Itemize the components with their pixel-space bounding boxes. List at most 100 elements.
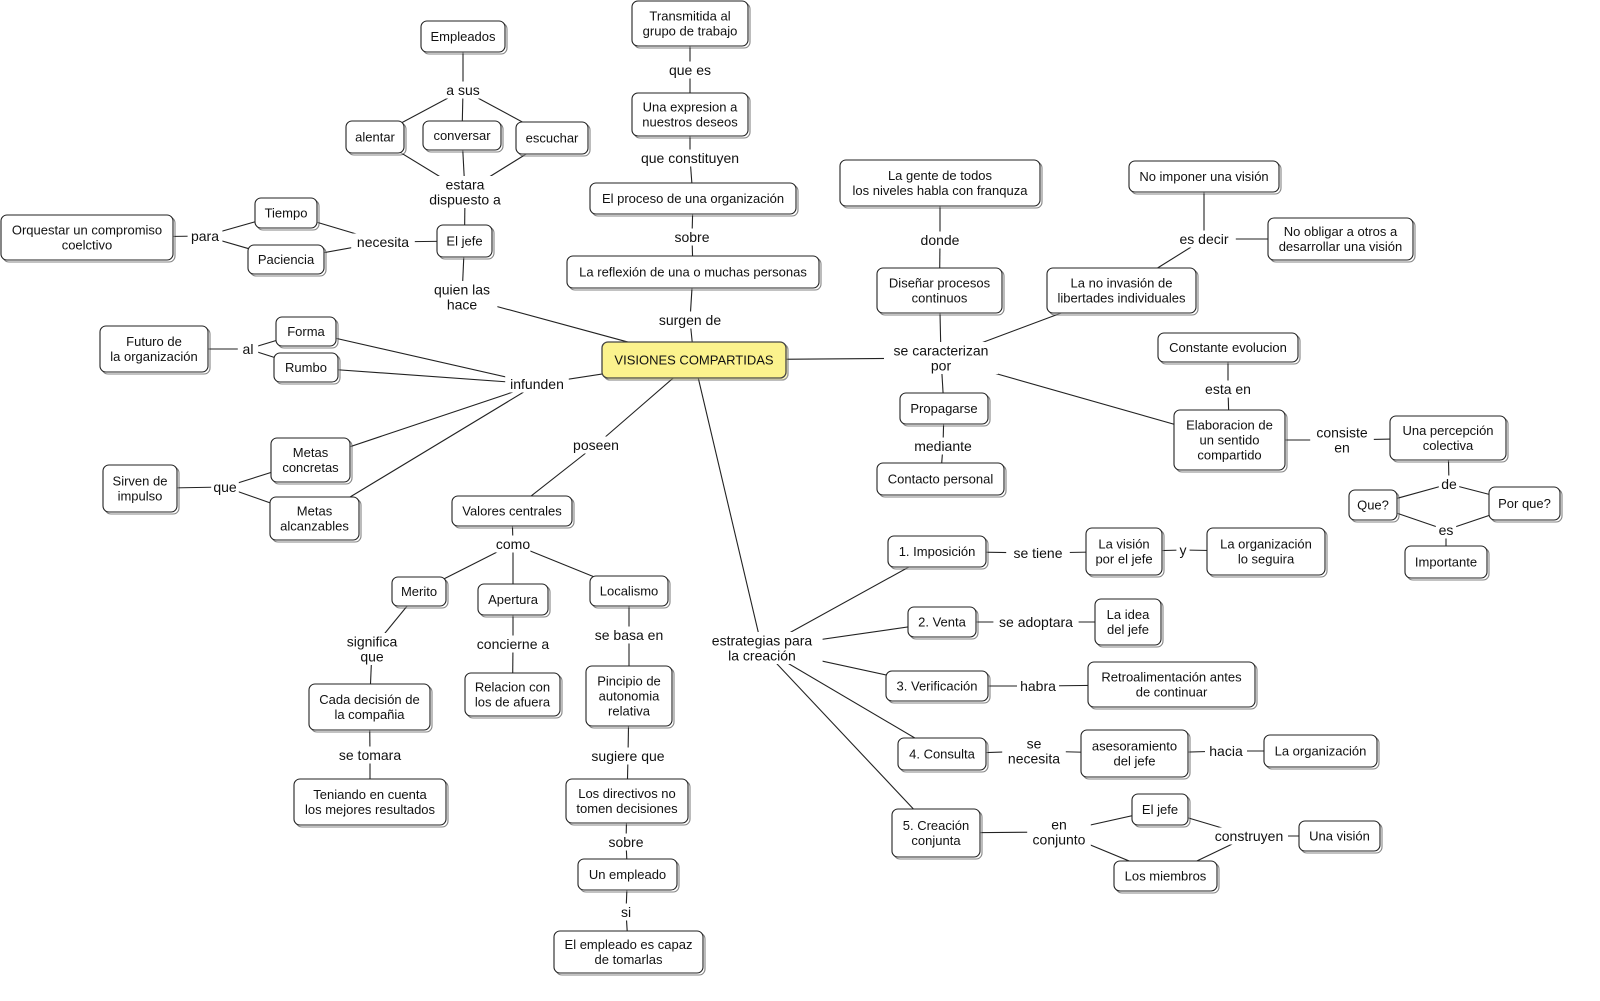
concept-node-tiempo: Tiempo [254,197,320,231]
svg-text:2. Venta: 2. Venta [918,615,966,630]
svg-text:Localismo: Localismo [600,584,659,599]
concept-node-forma: Forma [275,316,339,349]
svg-text:y: y [1180,542,1187,558]
svg-text:El jefe: El jefe [446,234,482,249]
link-label-necesita: necesita [351,233,415,251]
svg-text:Rumbo: Rumbo [285,360,327,375]
svg-text:conversar: conversar [433,128,491,143]
svg-text:mediante: mediante [914,438,972,454]
svg-text:se tomara: se tomara [339,747,401,763]
linking-phrases: que es que constituyen sobre surgen de a sus… [187,61,1460,921]
concept-node-porque: Por que? [1488,486,1563,523]
link-label-esdecir: es decir [1172,230,1236,248]
svg-text:habra: habra [1020,678,1056,694]
concept-node-importante: Importante [1404,545,1490,581]
svg-text:Un empleado: Un empleado [589,867,666,882]
svg-text:que es: que es [669,62,711,78]
link-label-de: de [1438,475,1460,493]
link-label-infunden: infunden [505,375,569,393]
svg-text:1. Imposición: 1. Imposición [899,544,976,559]
svg-text:Apertura: Apertura [488,592,539,607]
concept-node-que: Que? [1348,489,1400,523]
link-label-sobre2: sobre [605,833,647,851]
concept-node-unempleado: Un empleado [577,858,680,893]
svg-text:infunden: infunden [510,376,564,392]
svg-text:construyen: construyen [1215,828,1283,844]
connector-line [305,366,538,385]
svg-text:es: es [1439,522,1454,538]
svg-text:4. Consulta: 4. Consulta [909,747,976,762]
link-label-concierne: concierne a [470,635,556,653]
link-label-construyen: construyen [1210,827,1288,845]
link-label-queconst: que constituyen [633,149,747,167]
concept-node-propagarse: Propagarse [899,392,991,427]
link-label-es: es [1435,521,1457,539]
connector-line [761,647,943,755]
svg-text:No imponer una visión: No imponer una visión [1139,169,1268,184]
link-label-surgen: surgen de [654,311,726,329]
svg-text:a sus: a sus [446,82,479,98]
svg-text:sobre: sobre [674,229,709,245]
concept-node-paciencia: Paciencia [247,244,327,277]
concept-node-imposicion: 1. Imposición [887,535,989,570]
concept-node-apertura: Apertura [477,583,551,618]
svg-text:La reflexión de una o muchas p: La reflexión de una o muchas personas [579,265,807,280]
svg-text:Por que?: Por que? [1498,496,1551,511]
svg-text:se basa en: se basa en [595,627,664,643]
svg-text:para: para [191,228,219,244]
svg-text:que constituyen: que constituyen [641,150,739,166]
svg-text:Paciencia: Paciencia [258,252,315,267]
svg-text:Merito: Merito [401,584,437,599]
svg-text:3. Verificación: 3. Verificación [897,679,978,694]
svg-text:hacia: hacia [1209,743,1243,759]
svg-text:Tiempo: Tiempo [265,206,308,221]
svg-text:El jefe: El jefe [1142,802,1178,817]
svg-text:donde: donde [921,232,960,248]
link-label-sobre1: sobre [671,228,713,246]
svg-text:al: al [243,341,254,357]
concept-node-miembros: Los miembros [1113,860,1220,894]
svg-text:se adoptara: se adoptara [999,614,1073,630]
svg-text:La organización: La organización [1275,744,1367,759]
svg-text:sugiere que: sugiere que [591,748,664,764]
svg-text:Constante evolucion: Constante evolucion [1169,340,1287,355]
link-label-si: si [615,903,637,921]
